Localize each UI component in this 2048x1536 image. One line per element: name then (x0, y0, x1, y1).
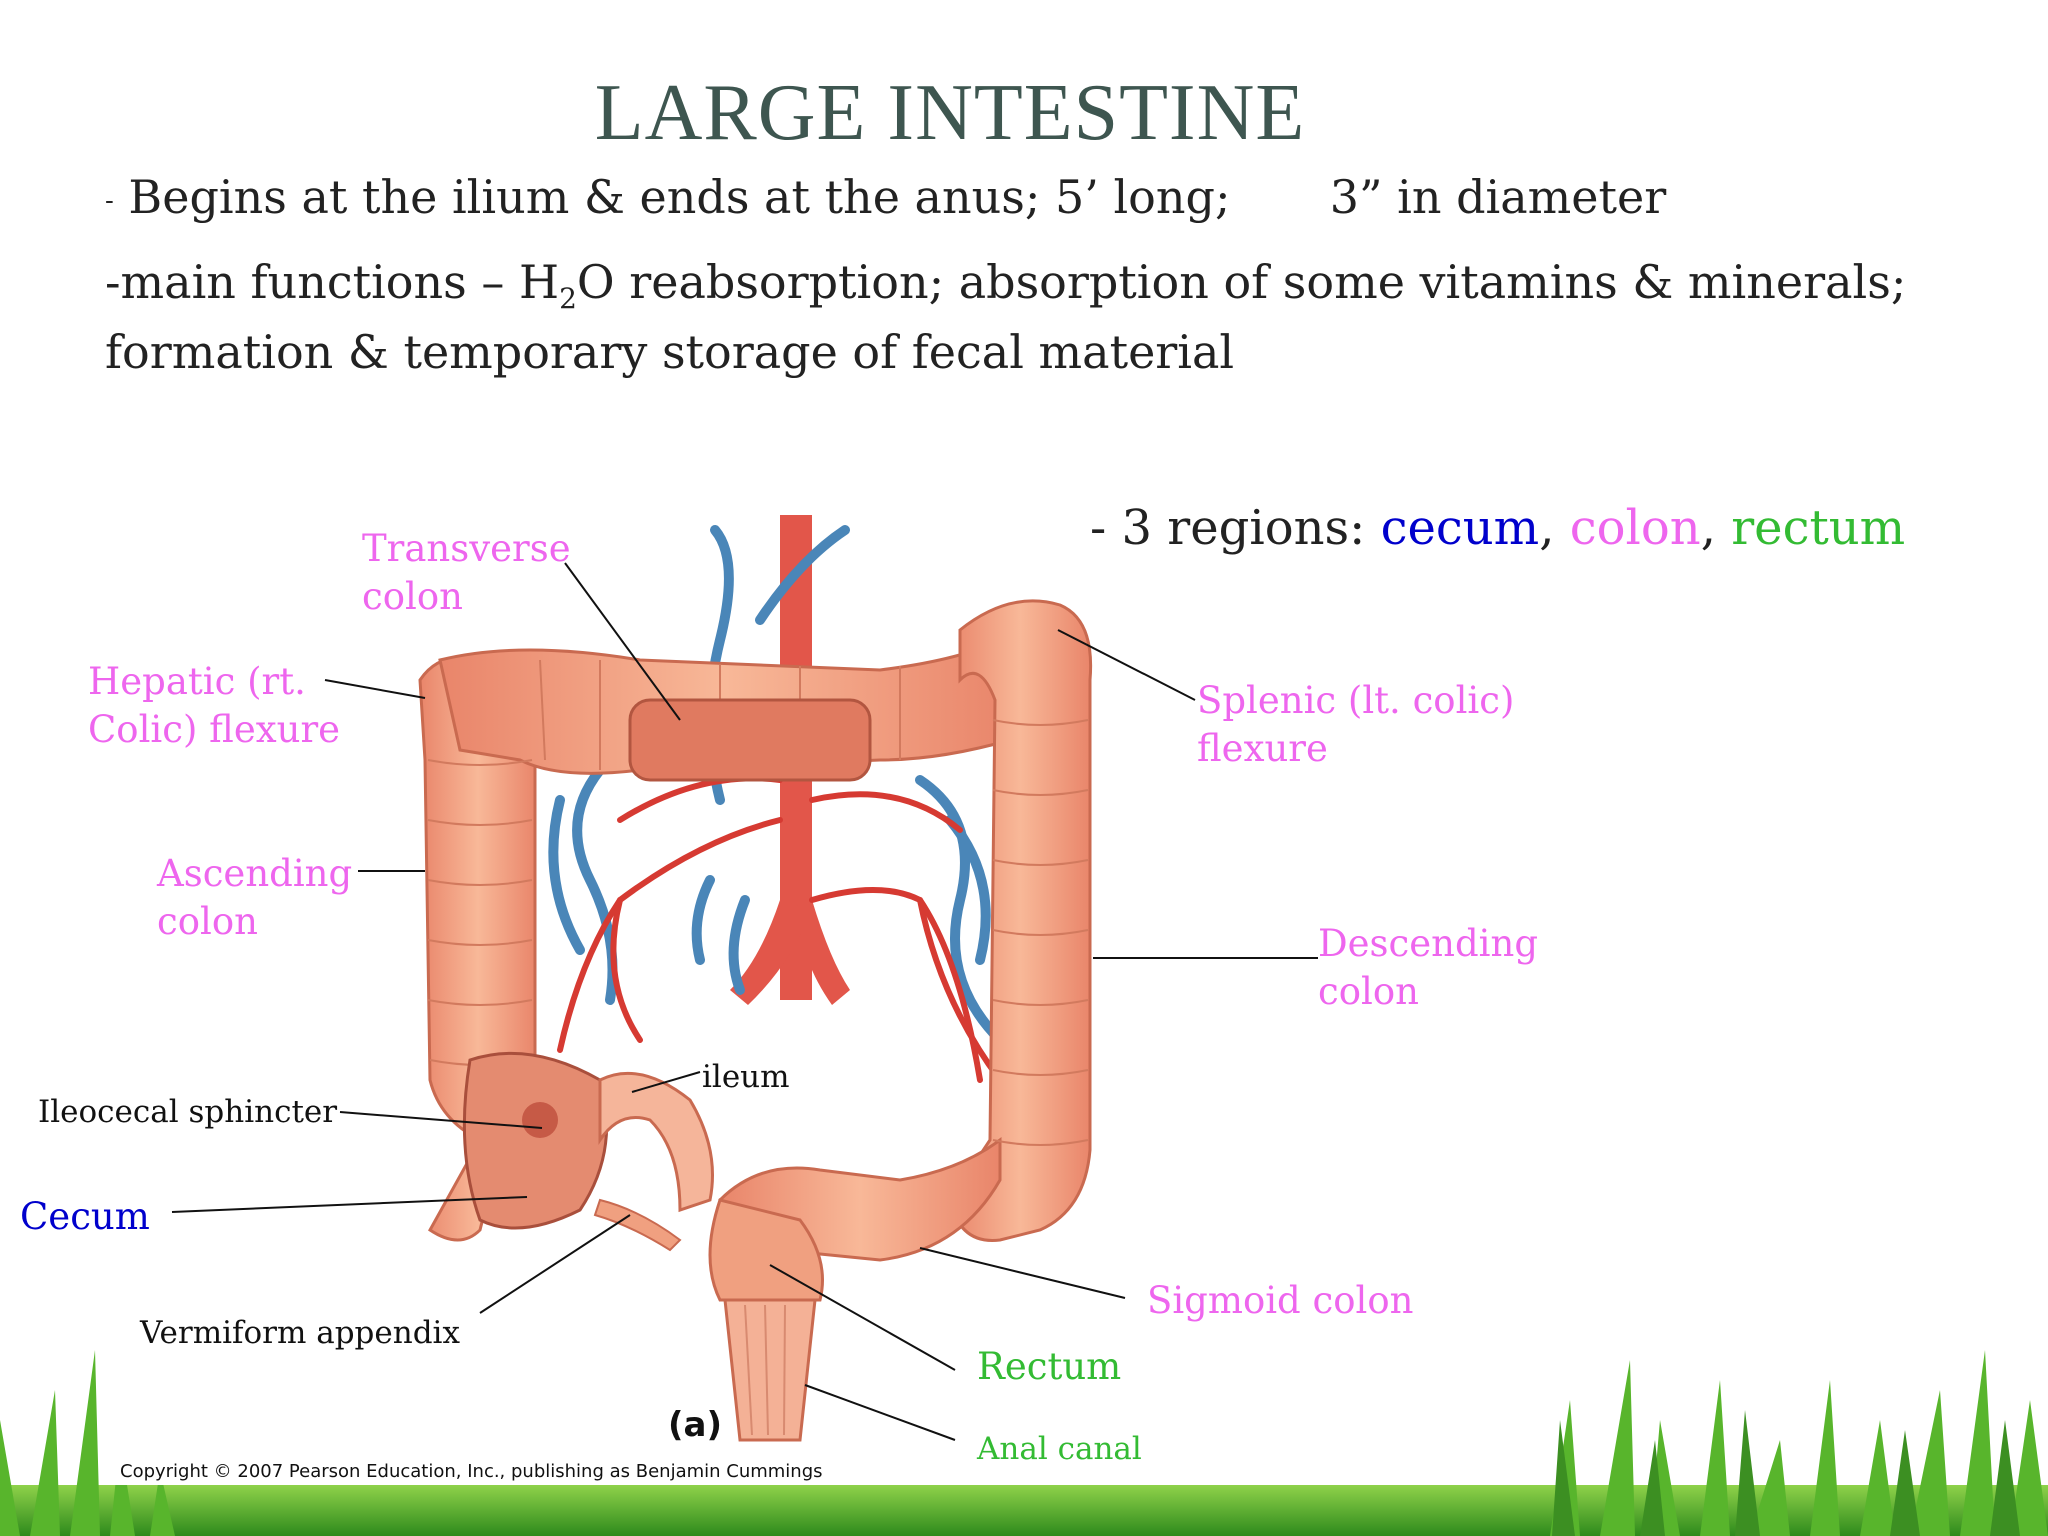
bullet-size-text: Begins at the ilium & ends at the anus; (128, 170, 1041, 224)
leader-lines (171, 562, 1318, 1441)
label-cecum: Cecum (20, 1195, 150, 1238)
regions-line: - 3 regions: cecum, colon, rectum (1090, 500, 1905, 556)
region-colon: colon (1569, 500, 1701, 556)
label-transverse-colon: Transverse colon (362, 525, 571, 621)
label-hepatic-flexure-line1: Hepatic (rt. (88, 660, 306, 703)
label-ascending-colon: Ascending colon (157, 850, 352, 946)
region-cecum: cecum (1380, 500, 1540, 556)
functions-lead: -main functions – H (105, 255, 560, 309)
label-hepatic-flexure-line2: Colic) flexure (88, 708, 341, 751)
anal-canal-shape (723, 1298, 817, 1442)
label-transverse-colon-line1: Transverse (362, 527, 571, 570)
water-subscript: 2 (559, 282, 577, 316)
functions-rest: O reabsorption; absorption of some vitam… (576, 255, 1907, 309)
bullet-length: 5’ long; (1054, 170, 1231, 224)
label-ileum: ileum (702, 1059, 790, 1095)
bullet-diameter: 3” in diameter (1329, 170, 1667, 224)
label-descending-colon-line1: Descending (1318, 922, 1539, 965)
bullet-functions-line2: formation & temporary storage of fecal m… (105, 325, 1235, 379)
region-comma-2: , (1700, 500, 1716, 556)
anal-canal-lines (744, 1304, 786, 1436)
ileocecal-valve (522, 1102, 558, 1138)
label-anal-canal: Anal canal (977, 1431, 1142, 1467)
label-splenic-flexure-line1: Splenic (lt. colic) (1197, 679, 1515, 722)
figure-panel-label: (a) (668, 1405, 723, 1445)
figure-copyright: Copyright © 2007 Pearson Education, Inc.… (120, 1461, 823, 1482)
slide-title: LARGE INTESTINE (594, 69, 1306, 157)
label-transverse-colon-line2: colon (362, 575, 463, 618)
label-vermiform-appendix: Vermiform appendix (140, 1315, 460, 1351)
regions-prefix: - 3 regions: (1090, 500, 1366, 556)
ileum-tube (598, 1071, 714, 1213)
label-descending-colon: Descending colon (1318, 920, 1538, 1016)
label-descending-colon-line2: colon (1318, 970, 1419, 1013)
label-ascending-colon-line2: colon (157, 900, 258, 943)
label-hepatic-flexure: Hepatic (rt. Colic) flexure (88, 658, 340, 754)
label-ileocecal-sphincter: Ileocecal sphincter (38, 1094, 338, 1130)
appendix (593, 1198, 682, 1252)
label-rectum: Rectum (977, 1345, 1122, 1388)
label-ascending-colon-line1: Ascending (157, 852, 353, 895)
label-splenic-flexure: Splenic (lt. colic) flexure (1197, 677, 1514, 773)
label-sigmoid-colon: Sigmoid colon (1147, 1279, 1414, 1322)
bullet-functions: -main functions – H2O reabsorption; abso… (105, 255, 1906, 315)
label-splenic-flexure-line2: flexure (1197, 727, 1328, 770)
transverse-cutaway (628, 698, 872, 782)
cecum-cutaway (462, 1051, 609, 1230)
region-comma-1: , (1539, 500, 1555, 556)
bullet-size: - Begins at the ilium & ends at the anus… (105, 170, 1666, 224)
bullet-dash: - (105, 186, 114, 216)
grass-decoration (0, 1350, 2048, 1536)
region-rectum: rectum (1731, 500, 1906, 556)
